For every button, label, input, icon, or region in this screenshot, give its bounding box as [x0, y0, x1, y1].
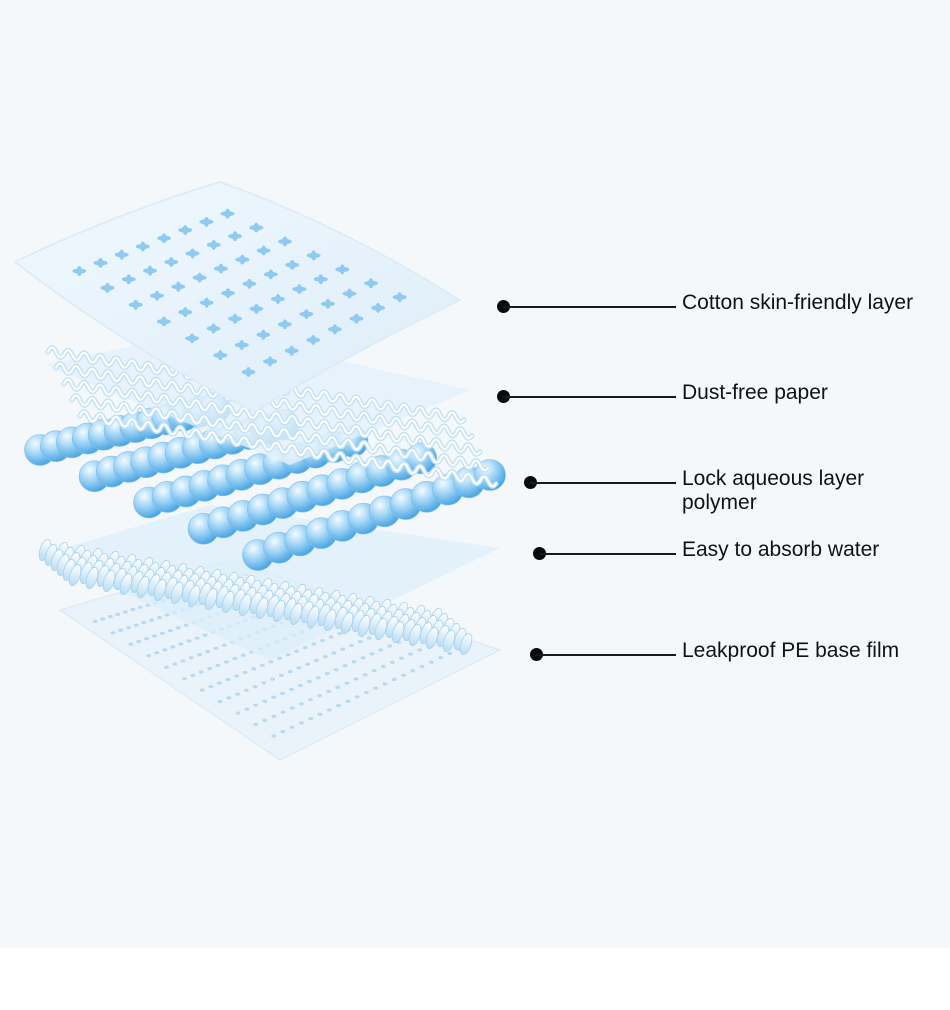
callout-cotton: Cotton skin-friendly layer	[0, 291, 950, 314]
callout-pe-film: Leakproof PE base film	[0, 639, 950, 662]
diagram-canvas: Cotton skin-friendly layer Dust-free pap…	[0, 181, 950, 761]
callout-line	[503, 306, 676, 308]
callout-absorb: Easy to absorb water	[0, 538, 950, 561]
layer-absorb-water	[38, 505, 500, 660]
callout-line	[539, 553, 676, 555]
callout-line	[530, 482, 676, 484]
label-easy-to-absorb-water: Easy to absorb water	[682, 538, 880, 561]
label-leakproof-pe-base-film: Leakproof PE base film	[682, 639, 900, 662]
callout-polymer: Lock aqueous layer polymer	[0, 467, 950, 514]
label-lock-aqueous-layer: Lock aqueous layer polymer	[682, 467, 865, 514]
layers-illustration	[13, 181, 506, 761]
label-dust-free-paper: Dust-free paper	[682, 381, 828, 404]
callout-dust-free: Dust-free paper	[0, 381, 950, 404]
label-cotton-skin-friendly-layer: Cotton skin-friendly layer	[682, 291, 914, 314]
callout-line	[503, 396, 676, 398]
callout-line	[536, 654, 676, 656]
layer-cotton-top	[13, 181, 462, 413]
